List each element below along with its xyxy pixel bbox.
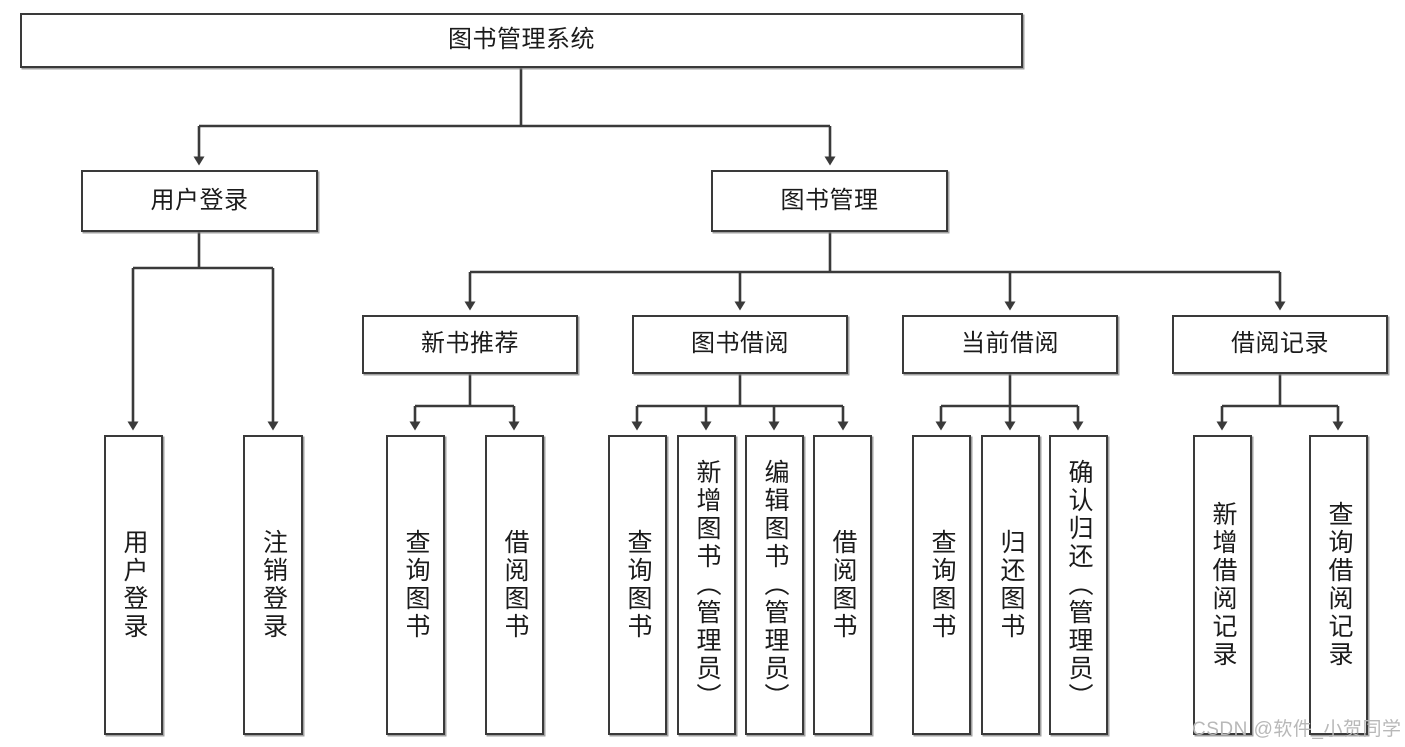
- node-book-management[interactable]: 图书管理: [711, 170, 948, 232]
- leaf-query-book-recommend-label: 查询图书: [402, 529, 430, 641]
- leaf-edit-book-admin[interactable]: 编辑图书（管理员）: [745, 435, 804, 735]
- leaf-borrow-book-recommend[interactable]: 借阅图书: [485, 435, 544, 735]
- leaf-add-book-admin[interactable]: 新增图书（管理员）: [677, 435, 736, 735]
- node-book-borrow-label: 图书借阅: [691, 330, 789, 358]
- leaf-confirm-return-admin[interactable]: 确认归还（管理员）: [1049, 435, 1108, 735]
- leaf-query-book-current-label: 查询图书: [928, 529, 956, 641]
- leaf-add-borrow-record[interactable]: 新增借阅记录: [1193, 435, 1252, 735]
- leaf-return-book[interactable]: 归还图书: [981, 435, 1040, 735]
- node-current-borrow-label: 当前借阅: [961, 330, 1059, 358]
- node-new-book-recommend[interactable]: 新书推荐: [362, 315, 578, 374]
- node-new-book-recommend-label: 新书推荐: [421, 330, 519, 358]
- node-root[interactable]: 图书管理系统: [20, 13, 1023, 68]
- leaf-borrow-book-recommend-label: 借阅图书: [501, 529, 529, 641]
- csdn-watermark: CSDN @软件_小贺同学: [1192, 719, 1402, 740]
- node-book-management-label: 图书管理: [780, 186, 879, 214]
- node-user-login[interactable]: 用户登录: [81, 170, 318, 232]
- leaf-borrow-book[interactable]: 借阅图书: [813, 435, 872, 735]
- node-root-label: 图书管理系统: [448, 26, 595, 54]
- leaf-logout[interactable]: 注销登录: [243, 435, 303, 735]
- leaf-borrow-book-label: 借阅图书: [829, 529, 857, 641]
- leaf-add-book-admin-label: 新增图书（管理员）: [693, 459, 721, 711]
- leaf-edit-book-admin-label: 编辑图书（管理员）: [761, 459, 789, 711]
- leaf-return-book-label: 归还图书: [997, 529, 1025, 641]
- node-current-borrow[interactable]: 当前借阅: [902, 315, 1118, 374]
- leaf-query-book-borrow-label: 查询图书: [624, 529, 652, 641]
- node-user-login-label: 用户登录: [150, 186, 249, 214]
- node-borrow-records-label: 借阅记录: [1231, 330, 1329, 358]
- leaf-query-book-recommend[interactable]: 查询图书: [386, 435, 445, 735]
- leaf-user-login[interactable]: 用户登录: [104, 435, 163, 735]
- leaf-logout-label: 注销登录: [259, 529, 288, 641]
- node-book-borrow[interactable]: 图书借阅: [632, 315, 848, 374]
- node-borrow-records[interactable]: 借阅记录: [1172, 315, 1388, 374]
- leaf-user-login-label: 用户登录: [120, 529, 148, 641]
- leaf-confirm-return-admin-label: 确认归还（管理员）: [1065, 459, 1093, 711]
- leaf-query-borrow-record-label: 查询借阅记录: [1325, 501, 1353, 669]
- leaf-query-book-current[interactable]: 查询图书: [912, 435, 971, 735]
- leaf-query-borrow-record[interactable]: 查询借阅记录: [1309, 435, 1368, 735]
- leaf-add-borrow-record-label: 新增借阅记录: [1209, 501, 1237, 669]
- leaf-query-book-borrow[interactable]: 查询图书: [608, 435, 667, 735]
